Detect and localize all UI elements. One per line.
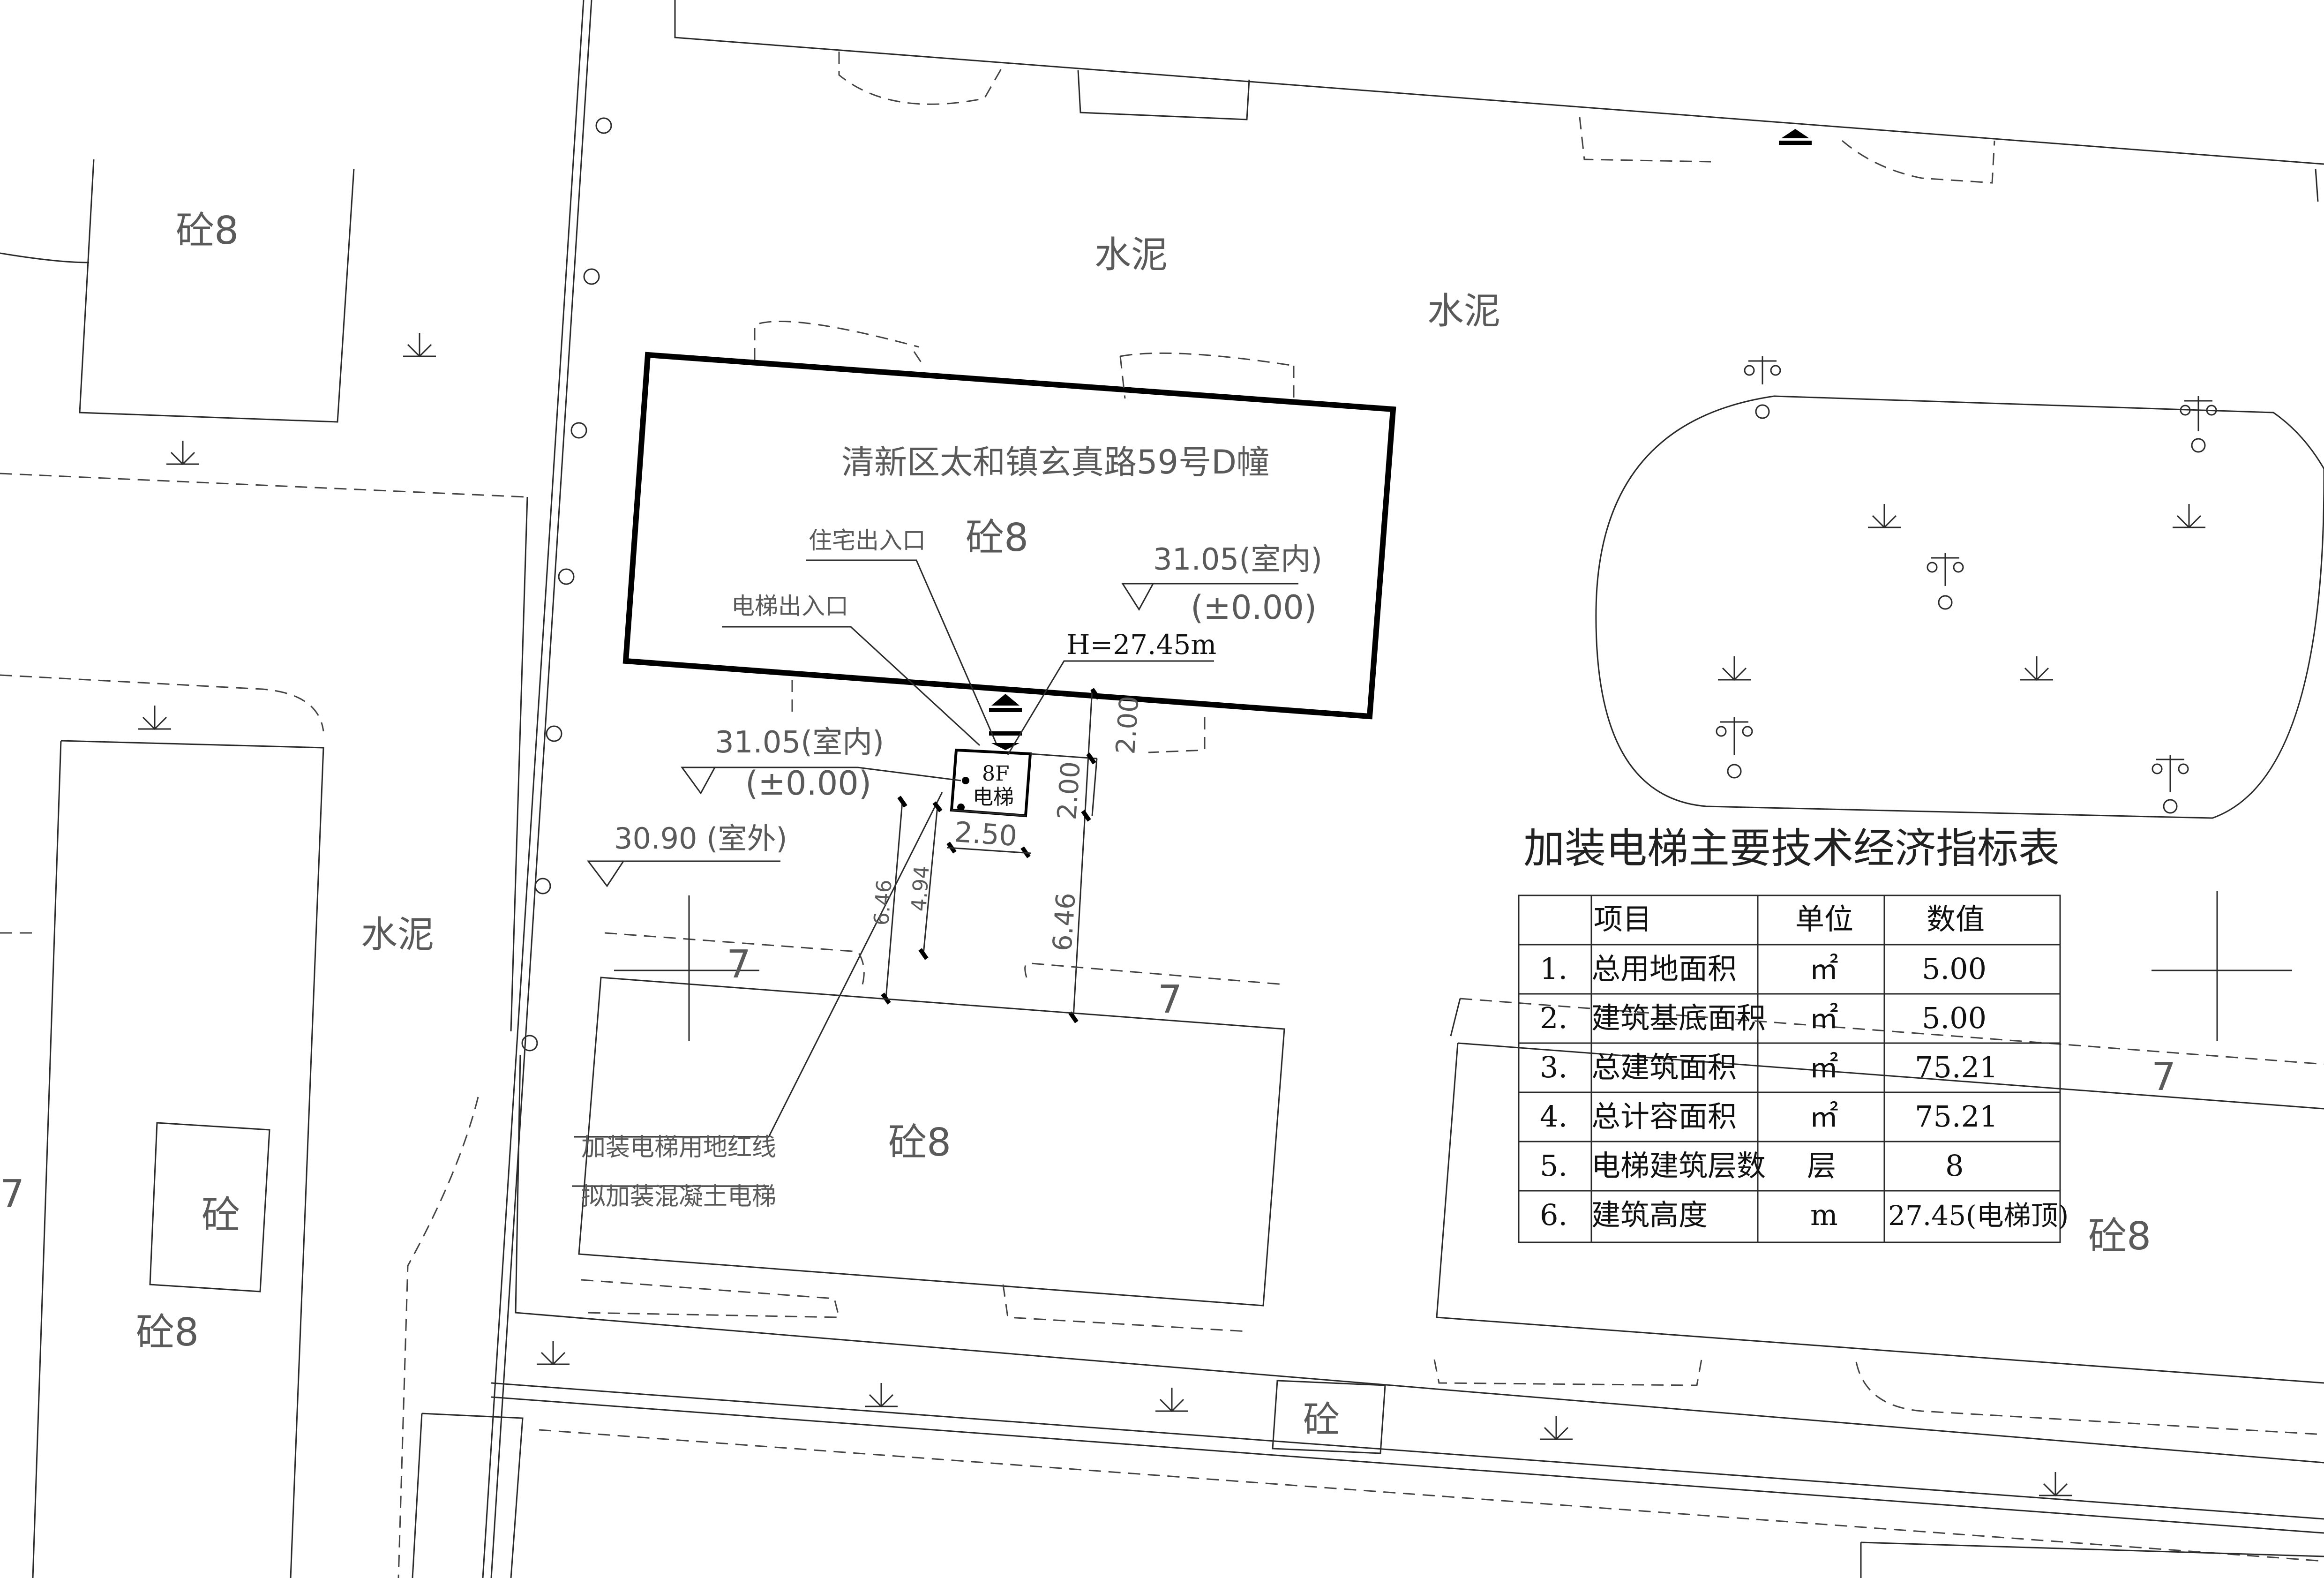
building-name: 清新区太和镇玄真路59号D幢 [841,443,1269,481]
dimension-lines [881,688,1101,1023]
building-d [622,321,1396,753]
elevation-indoor-b-zero: (±0.00) [745,764,871,803]
elevation-indoor-b: 31.05(室内) [715,725,884,760]
elevation-indoor-a: 31.05(室内) [1153,542,1322,577]
text-labels: 水泥 水泥 水泥 砼8 砼8 砼8 砼8 砼8 砼 砼 7 7 7 7 清新区太… [0,209,2176,1441]
table-row-value: 8 [1945,1149,1964,1183]
building-top-left [79,159,355,423]
table-row-item: 总用地面积 [1591,952,1737,986]
table-row-unit: ㎡ [1809,1099,1838,1134]
concrete8-label: 砼8 [176,209,239,253]
table-header-unit: 单位 [1795,902,1853,936]
elevation-indoor-a-zero: (±0.00) [1191,588,1317,627]
table-row-item: 电梯建筑层数 [1591,1149,1766,1183]
table-row-unit: 层 [1807,1149,1836,1183]
marker-seven: 7 [2152,1055,2176,1099]
table-row-no: 6. [1540,1198,1567,1232]
cement-label: 水泥 [361,914,434,956]
concrete8-label: 砼8 [136,1310,199,1355]
dimension-offset-top: 2.00 [1110,695,1145,755]
marker-seven: 7 [727,942,751,987]
table-row-value: 27.45(电梯顶) [1888,1200,2069,1232]
marker-seven: 7 [0,1172,24,1217]
table-row-unit: ㎡ [1809,1001,1838,1035]
red-line-label-2: 拟加装混凝土电梯 [581,1183,776,1211]
table-row-value: 75.21 [1915,1050,1998,1084]
ground-symbols [138,333,2205,1497]
table-header-item: 项目 [1594,902,1652,936]
entrance-arrows [989,129,1812,750]
road-markers [521,117,612,1052]
table-row-no: 1. [1540,952,1567,986]
building-right-lower [1272,891,2324,1578]
dimension-left-a: 6.46 [870,879,897,926]
concrete8-label: 砼8 [888,1120,951,1165]
elevator-height-label: H=27.45m [1066,629,1216,661]
leader-lines [572,559,1298,1187]
dimension-right: 6.46 [1047,892,1082,952]
concrete8-label: 砼8 [2088,1214,2151,1259]
elevation-marks [586,583,1155,887]
elevator-floors-label: 8F [982,762,1010,786]
table-row-unit: ㎡ [1809,1050,1838,1084]
table-row-item: 总建筑面积 [1591,1050,1737,1084]
elevator-entrance-label: 电梯出入口 [731,593,848,620]
red-line-label: 加装电梯用地红线 [581,1134,776,1162]
table-row-item: 建筑基底面积 [1591,1001,1766,1035]
table-row-value: 75.21 [1915,1099,1998,1134]
table-row-unit: m [1810,1198,1838,1232]
table-title: 加装电梯主要技术经济指标表 [1523,824,2060,872]
table-row-no: 4. [1540,1099,1567,1134]
top-outlines [838,52,2319,202]
dimension-width: 2.50 [953,816,1018,853]
table-header-value: 数值 [1927,902,1985,936]
table-row-value: 5.00 [1922,1001,1987,1035]
marker-seven: 7 [1158,977,1182,1022]
building-left [32,740,524,1578]
table-row-unit: ㎡ [1809,952,1838,986]
table-row-no: 3. [1540,1050,1567,1084]
concrete-label: 砼 [202,1193,240,1238]
oval-plaza [1595,356,2324,819]
table-row-item: 建筑高度 [1591,1198,1708,1232]
concrete8-label: 砼8 [966,516,1028,560]
cement-label: 水泥 [1095,234,1168,276]
table-row-item: 总计容面积 [1591,1099,1737,1134]
elevator-label: 电梯 [973,785,1014,809]
concrete-label: 砼 [1303,1399,1340,1441]
dimension-depth: 2.00 [1052,760,1087,821]
residential-entrance-label: 住宅出入口 [809,527,926,554]
table-row-value: 5.00 [1922,952,1987,986]
table-row-no: 5. [1540,1149,1567,1183]
elevation-outdoor: 30.90 (室外) [614,821,787,856]
dimension-left-b: 4.94 [907,864,934,912]
indicators-table: 加装电梯主要技术经济指标表 项目 单位 数值 1. 总用地面积 ㎡ 5.00 2… [1518,824,2069,1243]
building-lower [578,895,1285,1332]
table-row-no: 2. [1540,1001,1567,1035]
cement-label: 水泥 [1427,290,1500,332]
